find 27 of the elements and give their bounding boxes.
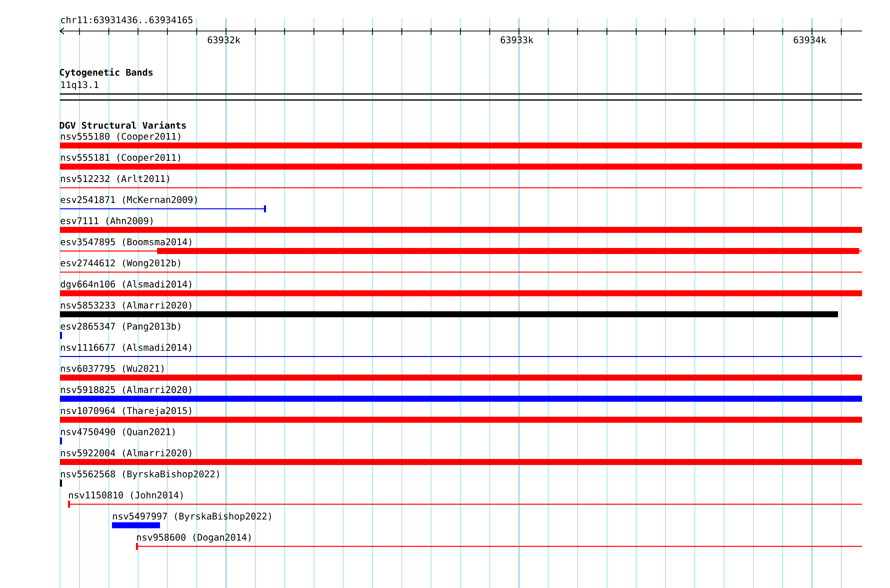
feature-label: nsv512232 (Arlt2011) xyxy=(61,174,170,184)
feature-label: esv2744612 (Wong2012b) xyxy=(60,259,180,268)
feature-label: nsv5562568 (ByrskaBishop2022) xyxy=(61,470,219,480)
feature-label: nsv6037795 (Wu2021) xyxy=(61,364,164,373)
feature-label: nsv1150810 (John2014) xyxy=(69,491,183,500)
location-label: chr11:63931436..63934165 xyxy=(61,16,192,24)
feature-label: nsv555180 (Cooper2011) xyxy=(61,132,180,142)
feature-label: nsv958600 (Dogan2014) xyxy=(137,534,251,543)
feature-label: esv7111 (Ahn2009) xyxy=(60,217,152,226)
feature-label: nsv5853233 (Almarri2020) xyxy=(61,302,192,310)
feature-label: nsv1116677 (Alsmadi2014) xyxy=(61,344,192,352)
feature-label: esv2865347 (Pang2013b) xyxy=(60,322,180,332)
band-label: 11q13.1 xyxy=(61,81,98,90)
feature-label: esv3547895 (Boomsma2014) xyxy=(60,238,192,246)
feature-label: esv2541871 (McKernan2009) xyxy=(60,196,197,204)
tick-label: 63932k xyxy=(208,36,240,44)
track-title: Cytogenetic Bands xyxy=(60,68,153,78)
feature-label: nsv4750490 (Quan2021) xyxy=(61,428,175,436)
feature-label: nsv1070964 (Thareja2015) xyxy=(61,407,192,416)
tick-label: 63934k xyxy=(794,36,826,44)
feature-label: nsv555181 (Cooper2011) xyxy=(61,154,180,163)
feature-label: dgv664n106 (Alsmadi2014) xyxy=(60,280,192,290)
feature-label: nsv5497997 (ByrskaBishop2022) xyxy=(113,512,271,522)
feature-label: nsv5918825 (Almarri2020) xyxy=(61,386,192,394)
feature-label: nsv5922004 (Almarri2020) xyxy=(61,449,192,458)
tick-label: 63933k xyxy=(500,36,534,44)
track-title: DGV Structural Variants xyxy=(60,121,186,129)
